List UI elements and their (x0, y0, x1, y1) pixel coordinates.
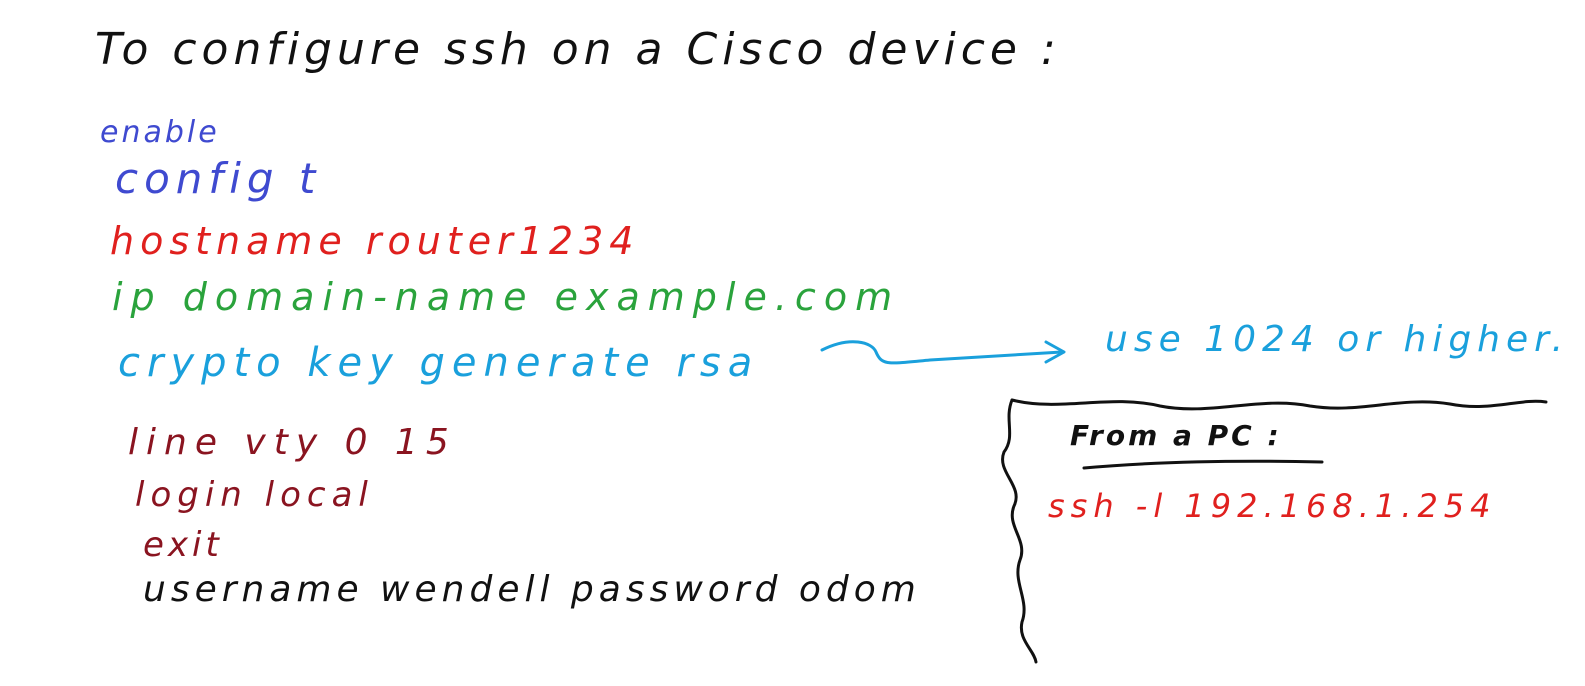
command-crypto-key: crypto key generate rsa (118, 340, 760, 386)
torn-box-left-edge (1001, 398, 1038, 664)
command-exit: exit (143, 525, 223, 565)
command-username: username wendell password odom (143, 569, 921, 610)
squiggle-arrow-icon (820, 340, 1064, 365)
rsa-key-size-note: use 1024 or higher. (1105, 319, 1570, 360)
command-line-vty: line vty 0 15 (128, 422, 457, 463)
command-domain-name: ip domain-name example.com (112, 275, 901, 319)
command-enable: enable (100, 115, 220, 150)
heading-underline (1082, 459, 1324, 470)
pc-box-heading: From a PC : (1070, 419, 1282, 452)
command-login-local: login local (135, 475, 374, 515)
pc-ssh-command: ssh -l 192.168.1.254 (1048, 487, 1497, 525)
torn-box-top-edge (1010, 398, 1548, 411)
arrow-head-icon (1044, 340, 1066, 364)
command-hostname: hostname router1234 (110, 219, 640, 263)
page-title: To configure ssh on a Cisco device : (95, 24, 1061, 75)
command-config-t: config t (115, 154, 322, 203)
